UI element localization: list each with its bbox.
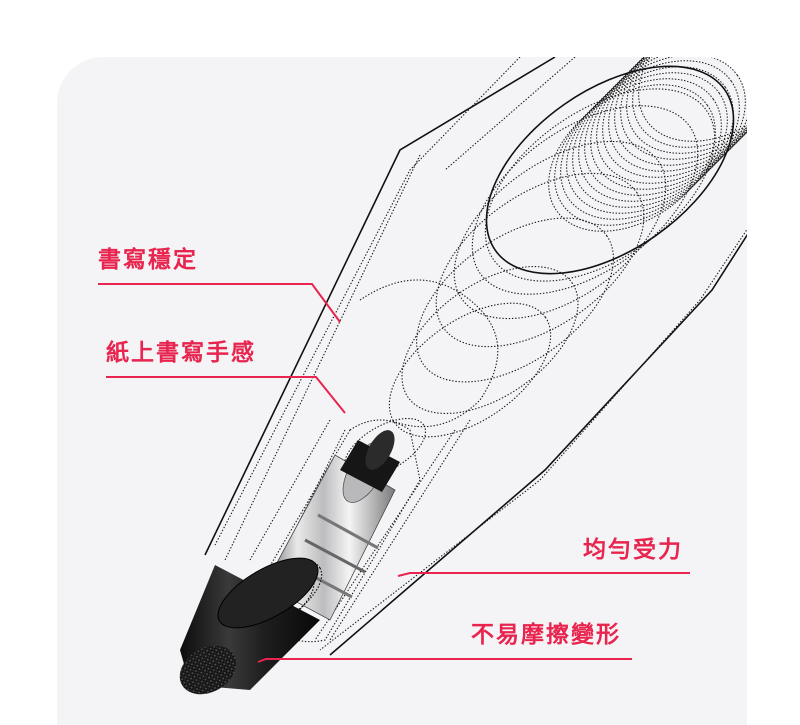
- label-no-deform: 不易摩擦變形: [471, 622, 621, 648]
- inner-capsule: [249, 417, 427, 643]
- label-paper-feel: 紙上書寫手感: [106, 340, 256, 366]
- label-even-force: 均勻受力: [583, 537, 683, 563]
- spring-coils: [548, 57, 747, 232]
- leader-no-deform: [257, 658, 632, 663]
- internal-structure: [214, 57, 747, 651]
- leader-paper-feel: [106, 376, 346, 414]
- leader-even-force: [397, 572, 690, 577]
- label-writing-stable: 書寫穩定: [98, 247, 198, 273]
- barrel-outline: [204, 57, 747, 656]
- leader-writing-stable: [98, 283, 341, 323]
- rubber-tip: [179, 557, 320, 695]
- illustration-panel: [57, 57, 747, 725]
- callout-leaders: [98, 283, 690, 663]
